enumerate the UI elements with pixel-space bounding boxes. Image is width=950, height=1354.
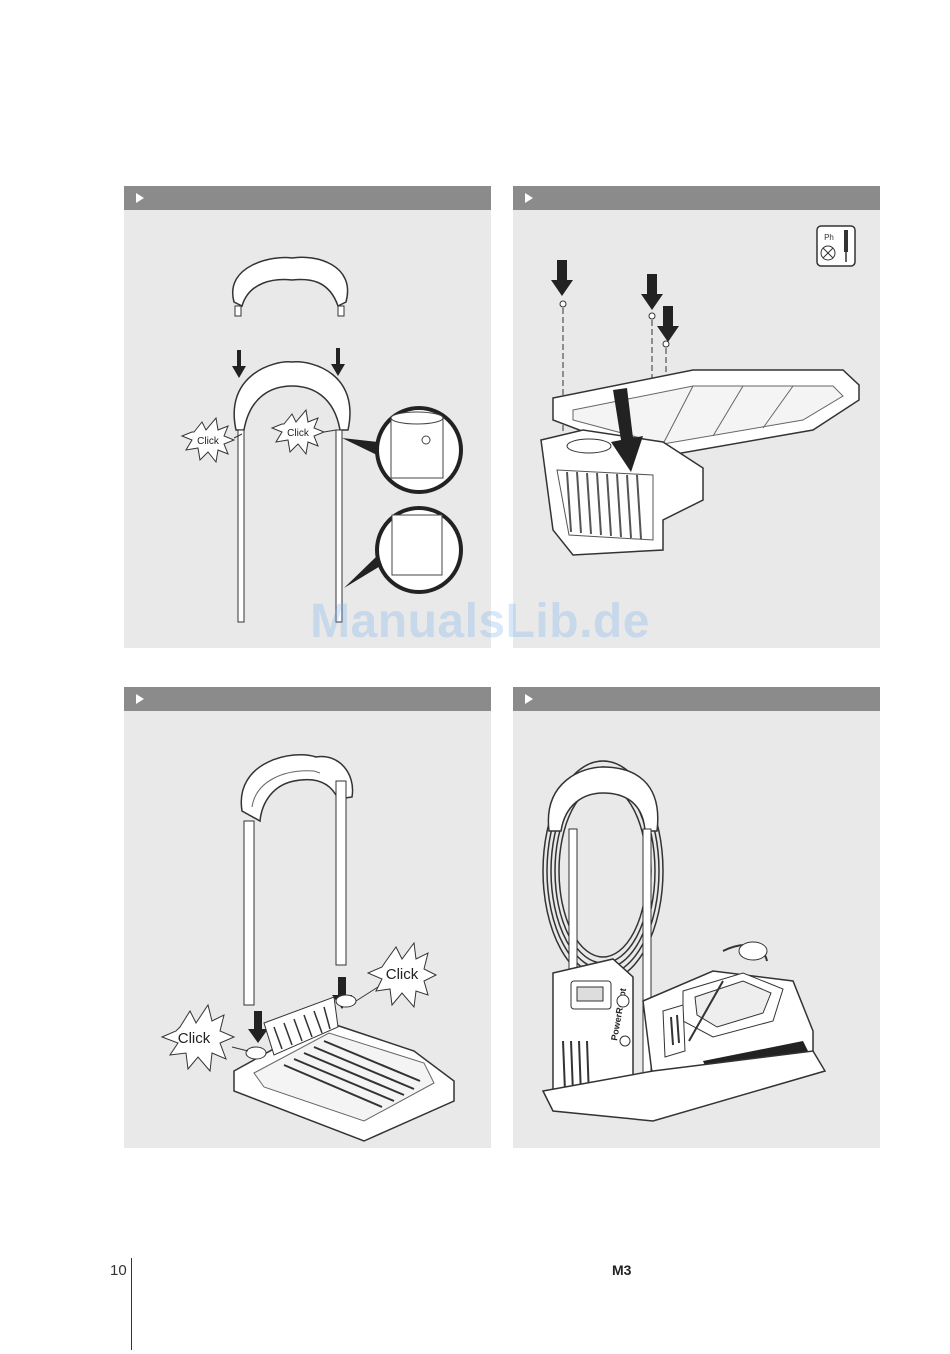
click-burst-left: Click	[162, 1005, 234, 1071]
panel-header	[124, 186, 491, 210]
model-label: M3	[612, 1262, 631, 1278]
panel-step-4: PowerRobot	[513, 687, 880, 1148]
base-tray-illustration: Ph	[513, 210, 880, 648]
play-triangle-icon	[136, 193, 144, 203]
panel-header	[513, 186, 880, 210]
play-triangle-icon	[525, 193, 533, 203]
phillips-screwdriver-icon: Ph	[817, 226, 855, 266]
panel-step-2: Ph	[513, 186, 880, 648]
click-burst-right: Click	[272, 410, 324, 454]
assembled-caddy-illustration: PowerRobot	[513, 711, 880, 1148]
watermark: ManualsLib.de	[290, 594, 670, 649]
click-callout-1: Click	[178, 1030, 211, 1047]
click-callout-1: Click	[197, 436, 220, 447]
page-number: 10	[110, 1262, 127, 1279]
play-triangle-icon	[525, 694, 533, 704]
handle-assembly-illustration: Click Click	[124, 210, 491, 648]
panel-step-3: Click Click	[124, 687, 491, 1148]
panel-header	[124, 687, 491, 711]
click-burst-left: Click	[182, 418, 234, 462]
click-callout-2: Click	[386, 966, 419, 983]
play-triangle-icon	[136, 694, 144, 704]
handle-to-base-illustration: Click Click	[124, 711, 491, 1148]
footer-divider	[131, 1258, 132, 1350]
panel-header	[513, 687, 880, 711]
click-callout-2: Click	[287, 428, 310, 439]
panel-step-1: Click Click	[124, 186, 491, 648]
tool-label: Ph	[824, 233, 834, 242]
click-burst-right: Click	[368, 943, 436, 1007]
